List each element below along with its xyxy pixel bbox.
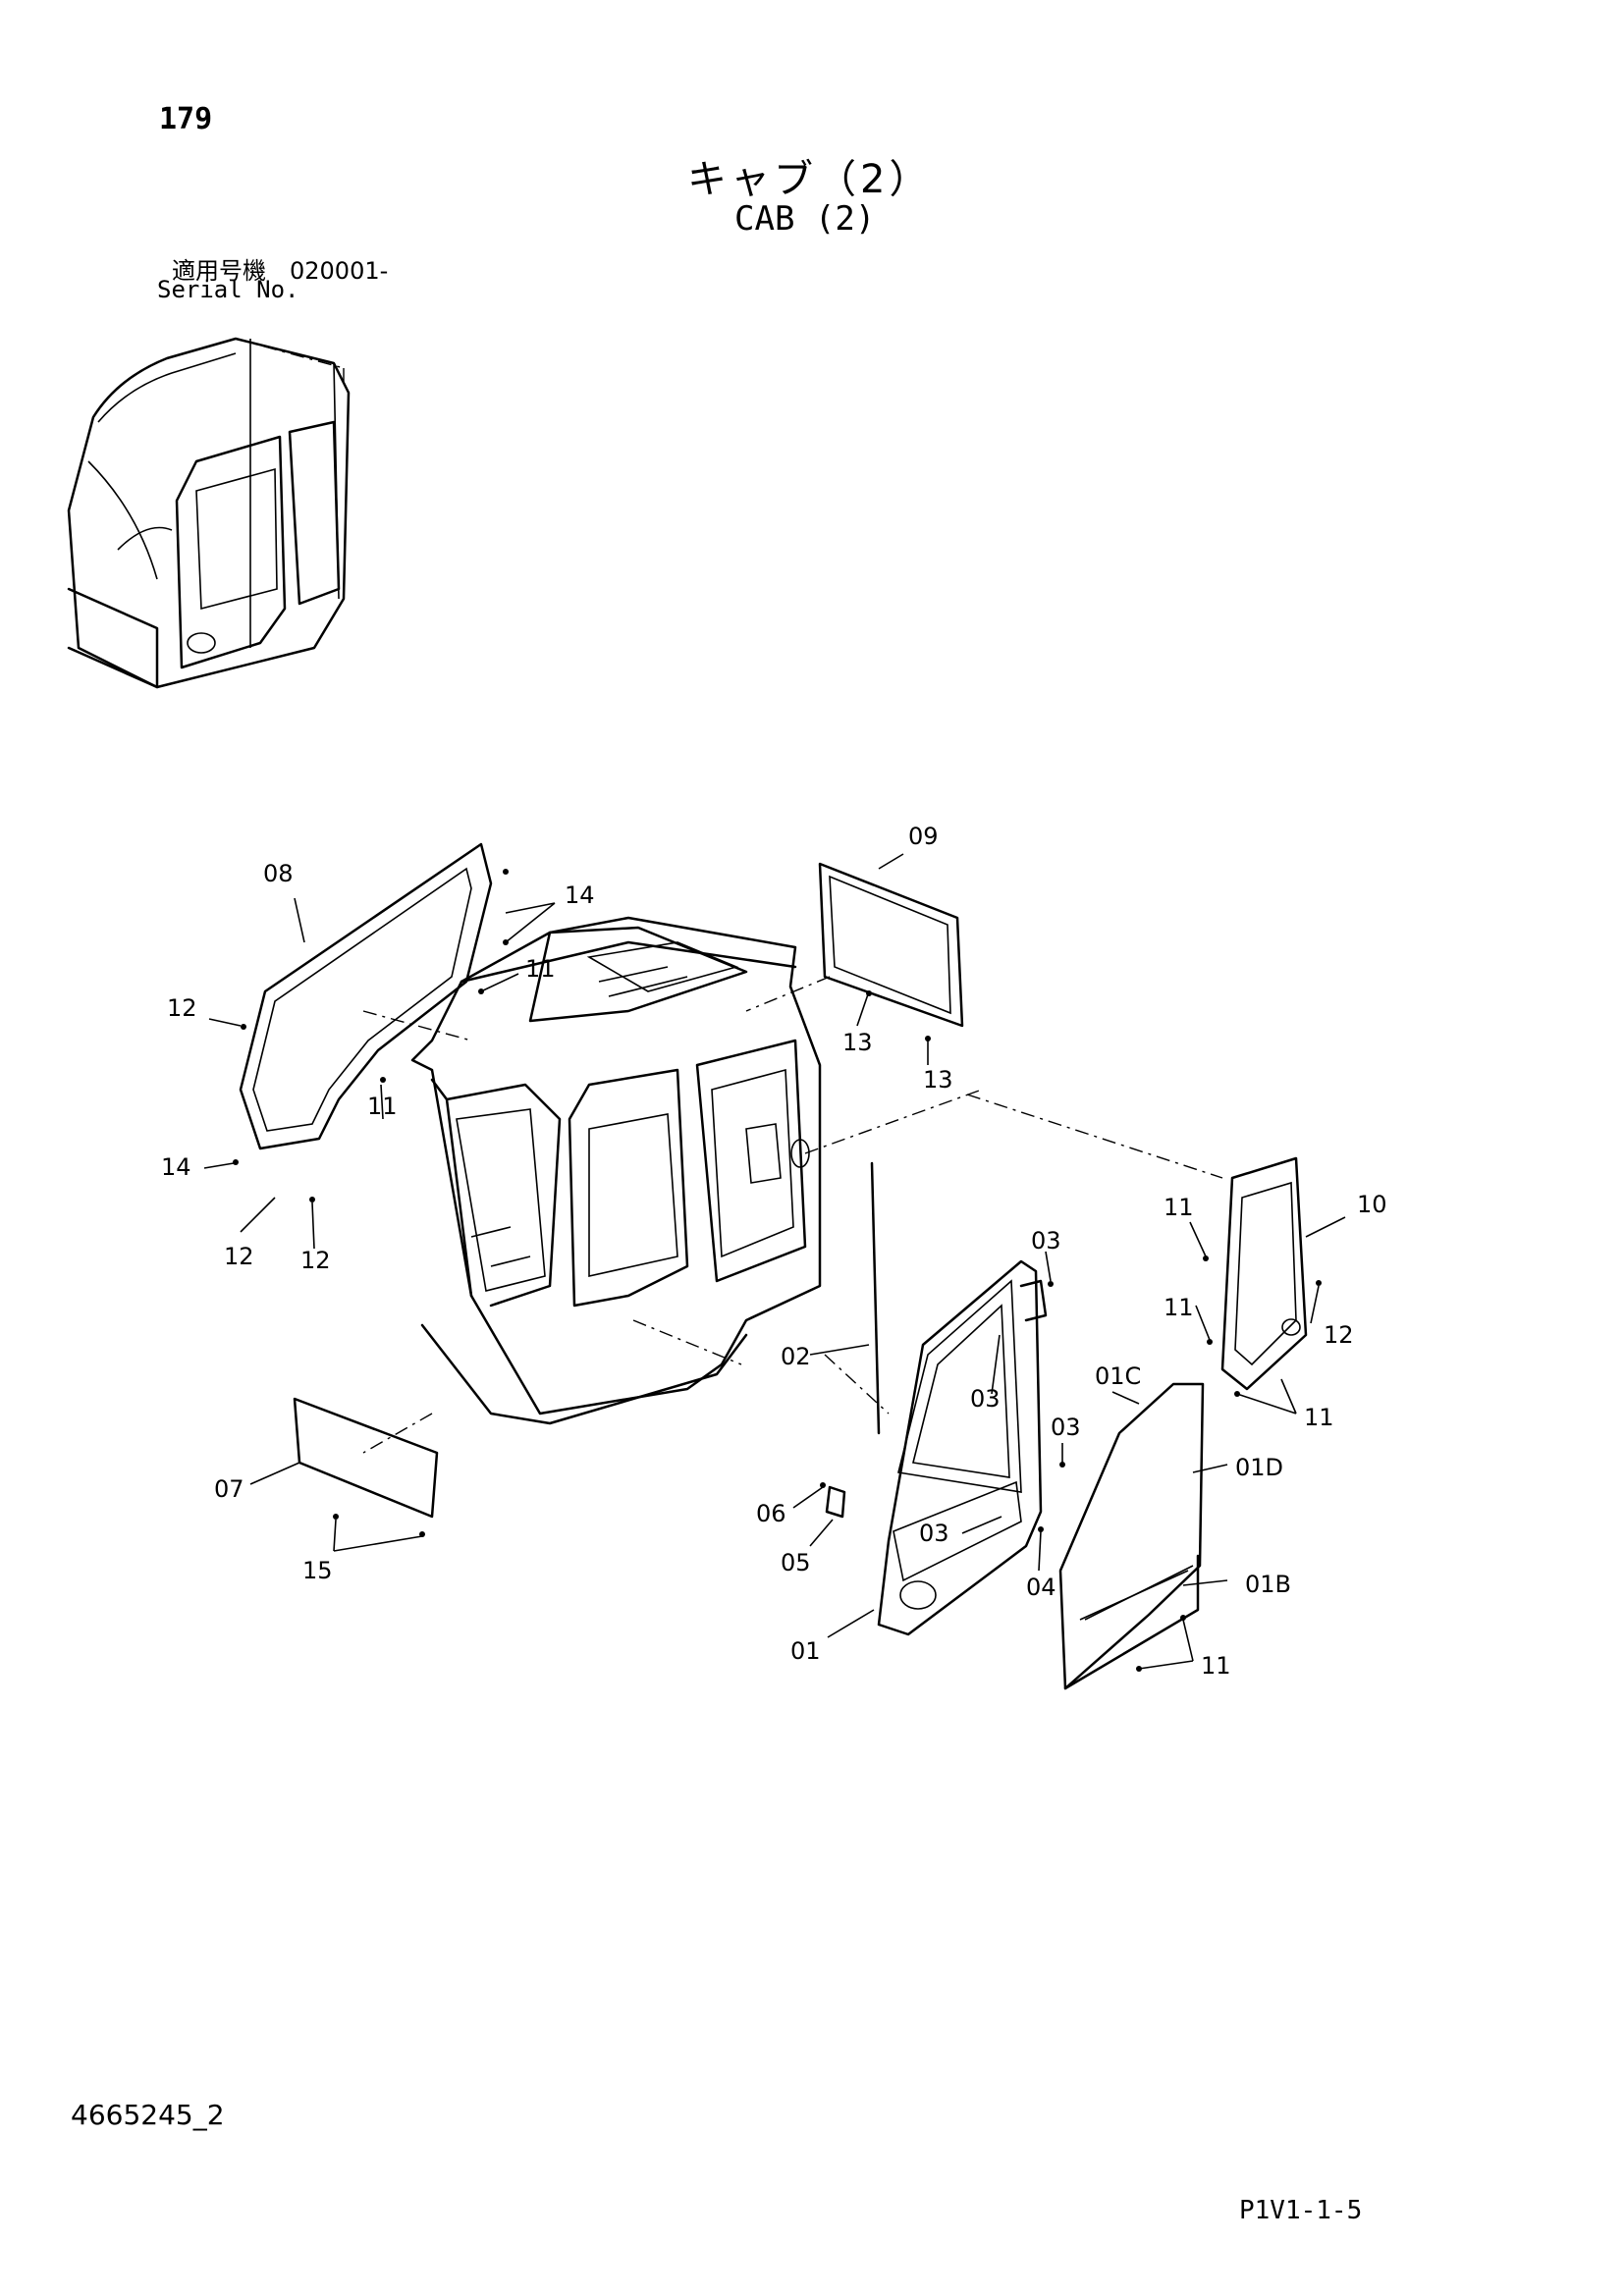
callout-label: 13 [923,1066,953,1094]
page-title-english: CAB (2) [734,199,876,239]
callout-label: 05 [781,1549,811,1576]
callout-label: 08 [263,860,294,887]
part-02-seal [870,1161,881,1435]
callout-label: 01D [1235,1454,1283,1481]
page-title-japanese: キャブ（2） [687,157,933,202]
callout-label: 02 [781,1343,811,1370]
callout-label: 12 [224,1243,254,1270]
page-number: 179 [159,102,213,136]
part-09-rear-glass [818,862,964,1028]
callout-label: 12 [300,1247,331,1274]
serial-number-label-japanese: 適用号機 020001- [172,257,389,285]
part-05-bracket [825,1485,846,1519]
callout-label: 07 [214,1475,244,1503]
assembly-lines [362,976,1223,1454]
callout-label: 10 [1357,1191,1387,1218]
callout-label: 03 [970,1385,1001,1413]
callout-label: 12 [167,994,197,1022]
part-08-front-glass [239,842,493,1150]
callout-label: 11 [1164,1294,1194,1321]
part-01-door [877,1259,1048,1636]
part-01c-door-glass [1058,1382,1205,1690]
document-number: 4665245_2 [71,2099,225,2131]
callout-label: 11 [525,955,556,983]
callout-label: 14 [565,881,595,909]
callout-label: 09 [908,823,939,850]
callout-label: 06 [756,1500,786,1527]
callout-label: 11 [1304,1404,1334,1431]
callout-label: 03 [1031,1227,1061,1255]
callout-label: 01B [1245,1571,1291,1598]
callout-labels: 08 14 11 12 11 14 12 12 09 13 13 11 10 1… [161,823,1387,1680]
callout-label: 15 [302,1557,333,1584]
callout-label: 11 [367,1093,398,1120]
fastener-dots [233,869,1322,1672]
callout-label: 11 [1164,1194,1194,1221]
callout-label: 01C [1095,1362,1141,1390]
page-code: P1V1-1-5 [1239,2196,1363,2225]
serial-number-label-english: Serial No. [157,276,299,303]
callout-label: 03 [1051,1414,1081,1441]
callout-label: 14 [161,1153,191,1181]
callout-label: 13 [842,1029,873,1056]
callout-label: 11 [1201,1652,1231,1680]
callout-label: 01 [790,1637,821,1665]
cab-frame [410,916,822,1425]
callout-label: 04 [1026,1574,1056,1601]
callout-label: 03 [919,1520,949,1547]
part-10-side-window [1220,1156,1308,1391]
callout-label: 12 [1324,1321,1354,1349]
cab-thumbnail [67,337,351,689]
leader-lines [203,853,1346,1670]
part-07-panel [293,1397,439,1519]
